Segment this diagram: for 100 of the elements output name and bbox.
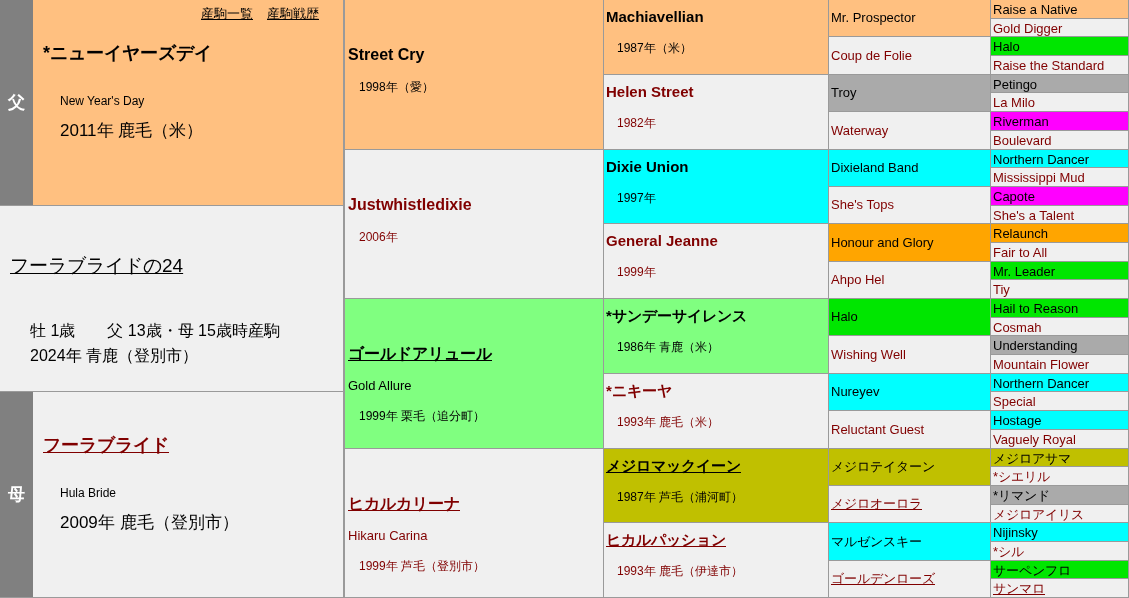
horse-name: Machiavellian	[606, 7, 704, 27]
pedigree-cell	[991, 262, 1128, 279]
birth-info: 2009年 鹿毛（登別市）	[60, 513, 239, 533]
horse-name: サーペンフロ	[993, 562, 1071, 578]
horse-name: *シエリル	[993, 468, 1051, 485]
pedigree-cell	[829, 411, 990, 448]
pedigree-cell	[991, 19, 1128, 36]
horse-name: Cosmah	[993, 319, 1042, 335]
birth-info: 1997年	[617, 190, 656, 206]
pedigree-cell	[991, 112, 1128, 130]
pedigree-cell	[991, 430, 1128, 448]
english-name: Gold Allure	[348, 377, 412, 395]
horse-name-link: フーラブライド	[43, 435, 169, 455]
side-band	[0, 0, 33, 205]
horse-name: メジロアサマ	[993, 450, 1071, 466]
horse-name: *リマンド	[993, 487, 1051, 504]
pedigree-cell	[829, 0, 990, 36]
horse-name: Relaunch	[993, 225, 1048, 242]
horse-name: Mr. Prospector	[831, 10, 916, 26]
pedigree-cell	[829, 336, 990, 373]
english-name: Hula Bride	[60, 485, 117, 501]
pedigree-cell	[345, 150, 603, 298]
pedigree-cell	[991, 449, 1128, 466]
horse-name-link: ヒカルカリーナ	[348, 494, 460, 514]
pedigree-cell	[991, 467, 1128, 485]
horse-name: Nureyev	[831, 384, 880, 400]
horse-name-link: ゴールデンローズ	[831, 571, 935, 587]
horse-name: Tiy	[993, 281, 1010, 298]
pedigree-cell	[604, 374, 828, 448]
horse-name-link: メジロマックイーン	[606, 456, 741, 476]
pedigree-cell	[33, 392, 343, 597]
horse-name: Understanding	[993, 337, 1078, 354]
birth-info: 1993年 鹿毛（伊達市）	[617, 563, 744, 579]
pedigree-cell	[829, 112, 990, 149]
birth-info: 1999年	[617, 264, 656, 280]
horse-name: Mississippi Mud	[993, 169, 1085, 186]
horse-name: Gold Digger	[993, 20, 1063, 36]
pedigree-cell	[604, 75, 828, 149]
pedigree-cell	[829, 374, 990, 410]
birth-info: 1998年（愛）	[359, 79, 434, 96]
birth-info: 2011年 鹿毛（米）	[60, 121, 204, 141]
pedigree-cell	[991, 392, 1128, 410]
pedigree-cell	[604, 0, 828, 74]
horse-name: Mountain Flower	[993, 356, 1090, 373]
horse-name: Raise the Standard	[993, 57, 1105, 74]
pedigree-cell	[829, 486, 990, 522]
birth-info: 1987年（米）	[617, 40, 692, 56]
pedigree-cell	[33, 0, 343, 205]
pedigree-cell	[604, 449, 828, 522]
pedigree-cell	[991, 150, 1128, 167]
pedigree-cell	[991, 336, 1128, 354]
pedigree-cell	[991, 374, 1128, 391]
pedigree-cell	[991, 523, 1128, 541]
pedigree-cell	[829, 187, 990, 223]
pedigree-cell	[0, 206, 343, 391]
horse-name: Petingo	[993, 76, 1038, 92]
birth-info: 2024年 青鹿（登別市）	[30, 347, 199, 365]
horse-name: Hostage	[993, 412, 1042, 429]
pedigree-cell	[829, 299, 990, 335]
sex-age-info: 牡 1歳 父 13歳・母 15歳時産駒	[30, 322, 280, 340]
text-link: 産駒戦歴	[267, 6, 319, 22]
pedigree-cell	[991, 131, 1128, 149]
english-name: Hikaru Carina	[348, 527, 428, 545]
horse-name: Mr. Leader	[993, 263, 1056, 279]
horse-name-link: サンマロ	[993, 580, 1045, 597]
horse-name: メジロテイターン	[831, 459, 935, 475]
birth-info: 1987年 芦毛（浦河町）	[617, 489, 744, 505]
pedigree-cell	[991, 224, 1128, 242]
horse-name: General Jeanne	[606, 231, 718, 251]
pedigree-cell	[829, 523, 990, 560]
birth-info: 1999年 栗毛（追分町）	[359, 408, 486, 425]
horse-name: Capote	[993, 188, 1035, 205]
horse-name: Halo	[831, 309, 858, 325]
pedigree-cell	[991, 0, 1128, 18]
english-name: New Year's Day	[60, 93, 145, 109]
birth-info: 2006年	[359, 229, 398, 246]
pedigree-cell	[991, 505, 1128, 522]
horse-name: Fair to All	[993, 244, 1048, 261]
horse-name: メジロアイリス	[993, 506, 1084, 522]
pedigree-cell	[991, 299, 1128, 317]
horse-name: Wishing Well	[831, 346, 906, 363]
pedigree-cell	[345, 0, 603, 149]
horse-name-link: ヒカルパッション	[606, 530, 726, 550]
pedigree-cell	[991, 579, 1128, 597]
horse-name-link: フーラブライドの24	[10, 255, 184, 277]
pedigree-cell	[604, 150, 828, 223]
pedigree-cell	[345, 299, 603, 448]
pedigree-cell	[991, 355, 1128, 373]
horse-name: Waterway	[831, 122, 889, 139]
pedigree-cell	[991, 187, 1128, 205]
horse-name: *ニューイヤーズデイ	[43, 43, 212, 63]
pedigree-cell	[991, 542, 1128, 560]
horse-name: *サンデーサイレンス	[606, 306, 747, 326]
pedigree-cell	[991, 75, 1128, 92]
horse-name: She's a Talent	[993, 207, 1075, 223]
pedigree-cell	[991, 411, 1128, 429]
horse-name: Ahpo Hel	[831, 272, 885, 288]
pedigree-cell	[991, 318, 1128, 335]
horse-name: Dixie Union	[606, 157, 689, 177]
birth-info: 1999年 芦毛（登別市）	[359, 558, 486, 575]
